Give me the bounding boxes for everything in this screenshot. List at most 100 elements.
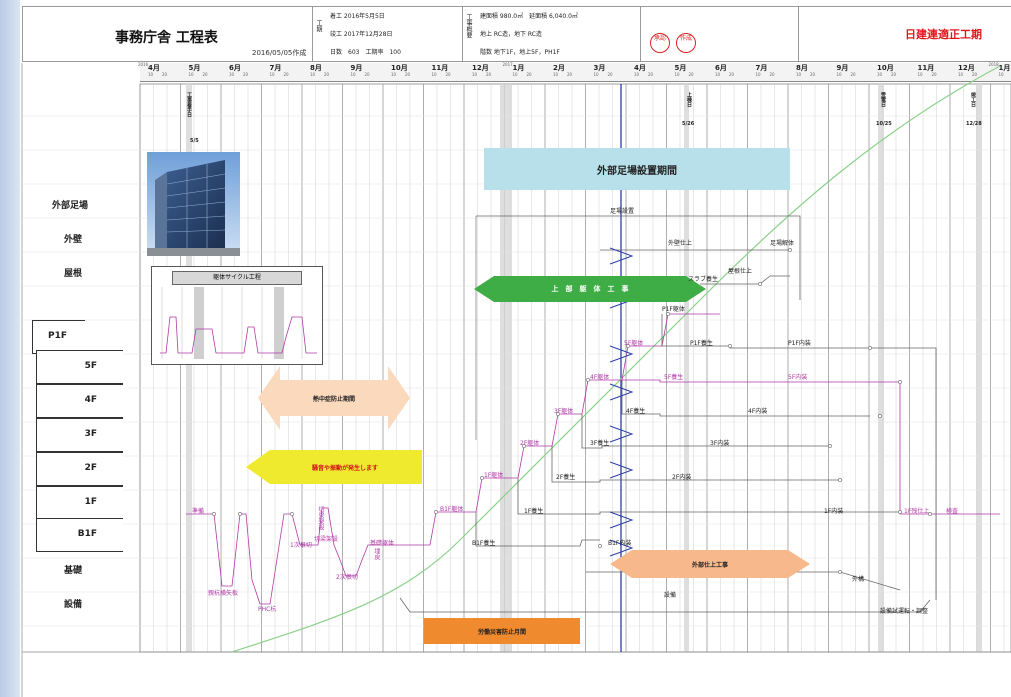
day-tick-label: 20: [850, 72, 856, 77]
f2-cure-label: 2F養生: [556, 474, 576, 481]
topping-break-marker: [609, 425, 634, 443]
base-frame-label: 基礎躯体: [370, 540, 395, 547]
month-label: 12月: [472, 64, 489, 72]
schedule-node: [898, 510, 902, 514]
topping-break-marker: [609, 461, 634, 479]
prep-label: 準備: [192, 508, 205, 515]
f1-frame-label: 1F躯体: [484, 472, 504, 479]
holiday-band: [878, 84, 884, 652]
f4-frame-label: 4F躯体: [590, 374, 610, 381]
month-label: 9月: [350, 64, 363, 72]
month-label: 10月: [391, 64, 408, 72]
day-tick-label: 10: [877, 72, 883, 77]
floor-3f: 3F: [36, 418, 123, 452]
floor-count: 階数 地下1F，地上5F，PH1F: [480, 49, 560, 56]
month-label: 9月: [836, 64, 849, 72]
f5-frame-label: 5F躯体: [624, 340, 644, 347]
day-tick-label: 10: [836, 72, 842, 77]
f5-interior-label: 5F内装: [788, 374, 808, 381]
created-date: 2016/05/05作成: [252, 49, 307, 57]
floor-3f-label: 3F: [84, 429, 97, 439]
floor-1f-label: 1F: [84, 497, 97, 507]
f1-flow-line: [517, 478, 900, 515]
f1-cure-label: 1F養生: [524, 508, 544, 515]
scaffold-setup-label: 足場設置: [610, 208, 635, 215]
backfill-label: 埋戻: [373, 548, 380, 560]
day-tick-label: 10: [148, 72, 154, 77]
p1f-interior-label: P1F内装: [788, 340, 811, 347]
exterior-works-label: 外構: [852, 576, 865, 583]
row-label-scaffold: 外部足場: [52, 201, 89, 211]
floor-p1f-label: P1F: [47, 331, 67, 341]
building-area: 建面積 980.0㎡ 延面積 6,040.0㎡: [480, 13, 578, 20]
month-label: 11月: [431, 64, 449, 72]
month-label: 2月: [553, 64, 565, 72]
inspection-label: 検査: [946, 508, 959, 515]
day-tick-label: 10: [755, 72, 761, 77]
b1f-interior-label: B1F内装: [608, 540, 632, 547]
overview-block: [462, 6, 642, 62]
month-label: 1月: [998, 64, 1011, 72]
f3-cure-label: 3F養生: [590, 440, 610, 447]
month-label: 10月: [877, 64, 894, 72]
row-label-roof: 屋根: [64, 269, 83, 279]
building-photo-image: [147, 152, 240, 256]
approval-stamp: 承認: [650, 33, 670, 53]
month-label: 7月: [755, 64, 768, 72]
day-tick-label: 10: [634, 72, 640, 77]
day-tick-label: 10: [188, 72, 194, 77]
month-label: 5月: [674, 64, 687, 72]
equipment-flow-line: [399, 597, 931, 613]
schedule-node: [878, 414, 882, 418]
schedule-node: [728, 344, 732, 348]
month-label: 6月: [229, 64, 241, 72]
floor-5f-label: 5F: [84, 361, 97, 371]
day-tick-label: 20: [891, 72, 897, 77]
milestone-topping-label: 上棟日: [686, 92, 692, 107]
floor-5f: 5F: [36, 350, 123, 384]
milestone-complete-label: 竣工日: [970, 92, 976, 107]
schedule-node: [788, 248, 792, 252]
milestone-complete-date: 12/28: [966, 121, 982, 127]
floor-2f-label: 2F: [84, 463, 97, 473]
f2-flow-line: [551, 446, 840, 483]
frame-cycle-chart: [160, 287, 317, 359]
topping-break-marker: [609, 345, 634, 363]
roof-finish-label: 屋根仕上: [728, 268, 753, 275]
day-tick-label: 20: [810, 72, 816, 77]
day-tick-label: 20: [972, 72, 978, 77]
schedule-node: [828, 444, 832, 448]
schedule-node: [290, 512, 294, 516]
day-tick-label: 10: [796, 72, 802, 77]
topping-break-marker: [609, 247, 634, 265]
day-tick-label: 10: [350, 72, 356, 77]
labor-accident-box: 労働災害防止月間: [424, 618, 580, 644]
author-stamp: 作成: [676, 33, 696, 53]
month-label: 5月: [188, 64, 201, 72]
period-label: 工期: [315, 20, 322, 32]
milestone-start-date: 5/5: [190, 138, 199, 144]
schedule-node: [626, 344, 630, 348]
month-label: 3月: [593, 64, 606, 72]
holiday-band: [684, 84, 689, 652]
b1f-flow-line: [475, 512, 600, 547]
phc-label: PHC杭: [258, 606, 277, 613]
f3-flow-line: [581, 414, 830, 449]
schedule-node: [598, 544, 602, 548]
f2-frame-label: 2F躯体: [520, 440, 540, 447]
schedule-node: [838, 478, 842, 482]
exterior-finish-arrow: [610, 550, 810, 578]
schedule-node: [666, 312, 670, 316]
day-tick-label: 20: [243, 72, 249, 77]
day-tick-label: 20: [162, 72, 168, 77]
floor-p1f: P1F: [32, 320, 85, 354]
overview-label: 工事概要: [465, 14, 472, 38]
f3-frame-label: 3F躯体: [554, 408, 574, 415]
milestone-power-label: 受電日: [880, 92, 886, 107]
equipment-line-label: 設備: [664, 592, 677, 599]
day-tick-label: 10: [593, 72, 599, 77]
day-tick-label: 20: [648, 72, 654, 77]
frame-flow-line: [186, 313, 720, 605]
month-label: 8月: [310, 64, 322, 72]
strut-label: 切梁架設: [314, 536, 339, 543]
